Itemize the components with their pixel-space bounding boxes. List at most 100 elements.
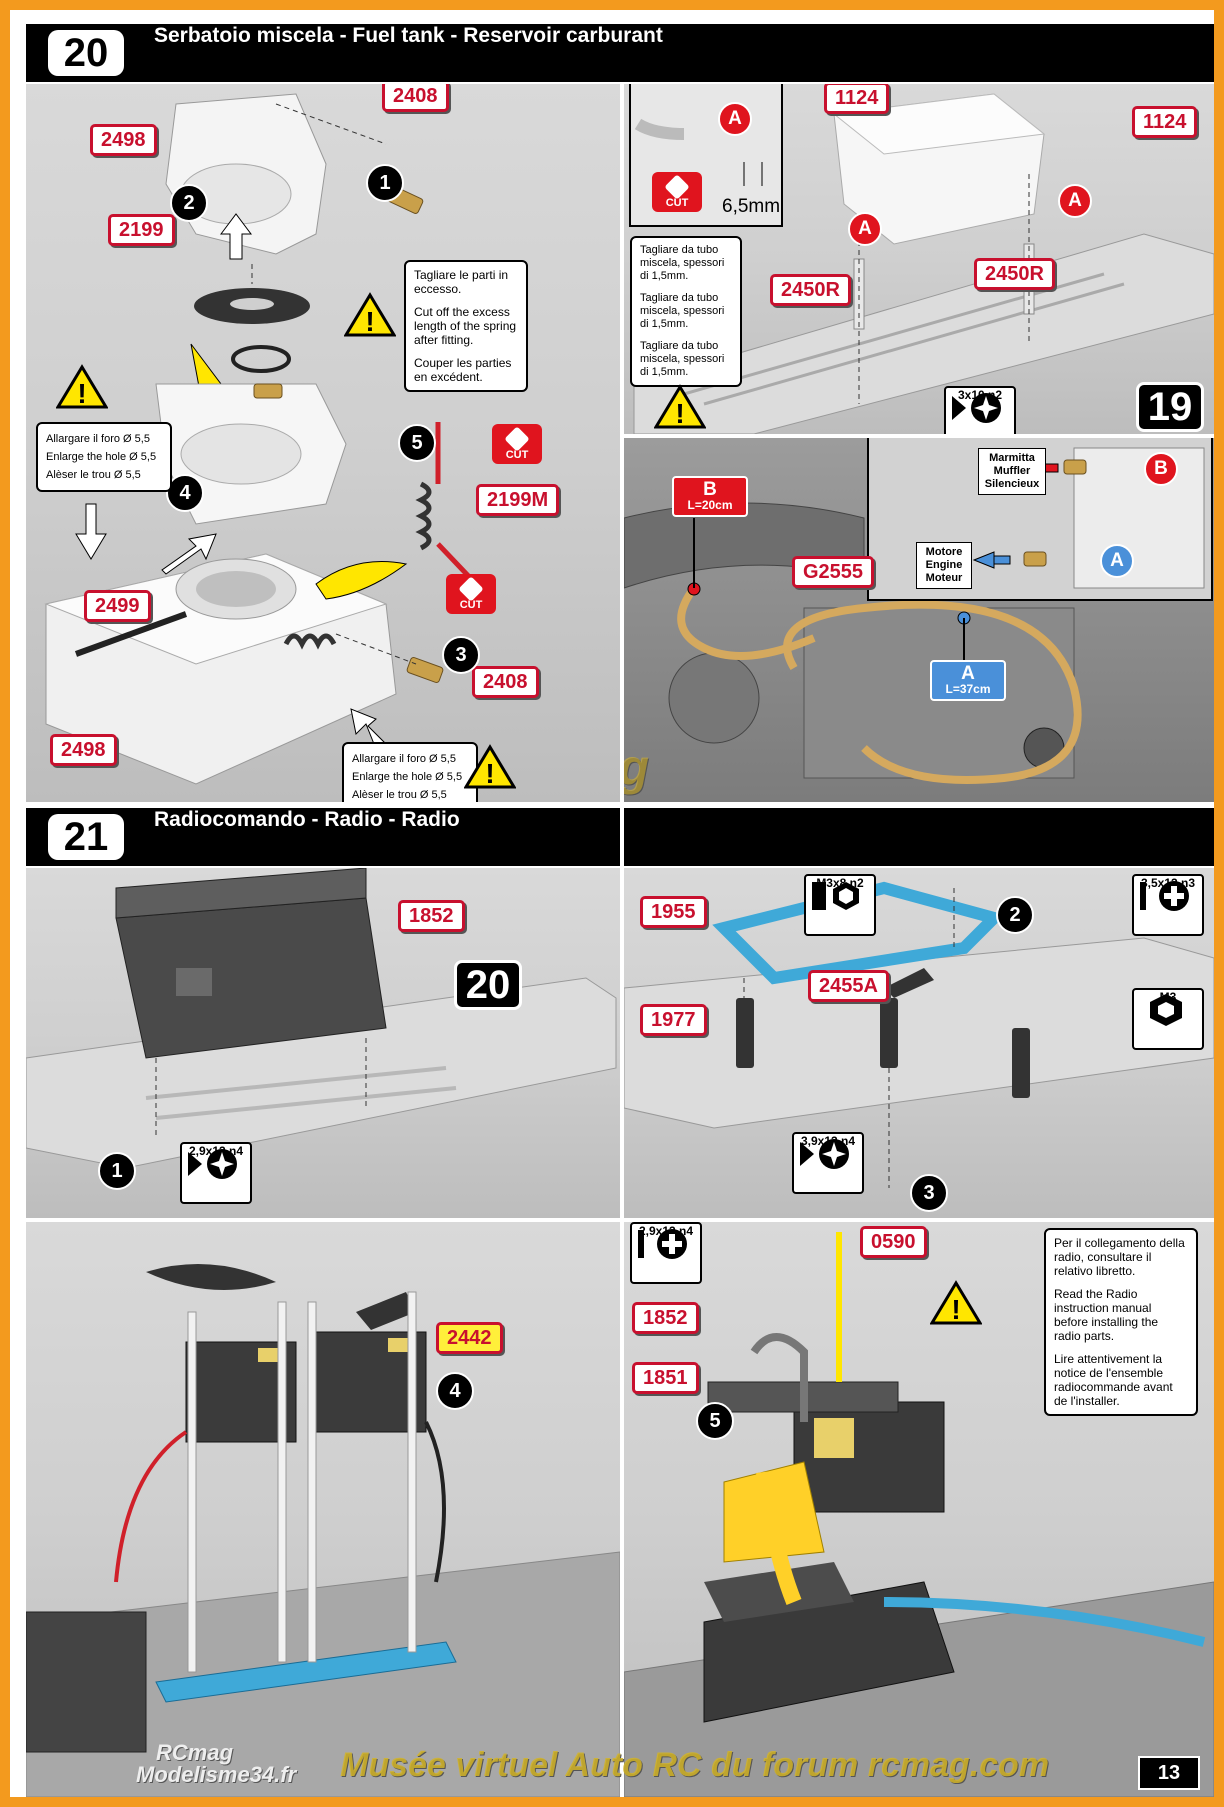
letter-b-muffler: B: [1144, 452, 1178, 486]
svg-text:!: !: [365, 306, 374, 337]
part-2442: 2442: [436, 1322, 503, 1354]
receiver-box-illustration: [26, 868, 617, 1169]
hose-b-label: B L=20cm: [672, 476, 748, 517]
part-2498-top: 2498: [90, 124, 157, 156]
part-2450r-left: 2450R: [770, 274, 851, 306]
part-g2555: G2555: [792, 556, 875, 588]
screw-2-9x13-box-lower: 2,9x13 n4: [630, 1222, 702, 1284]
screwdriver-slotted-icon: [638, 1229, 687, 1259]
part-1977: 1977: [640, 1004, 707, 1036]
tank-chassis-illustration: [629, 84, 1214, 434]
hex-nut-icon: [1150, 994, 1182, 1026]
note-tube: Tagliare da tubo miscela, spessori di 1,…: [630, 236, 742, 387]
thickness-label: 6,5mm: [722, 196, 781, 217]
screw-3-9x13-box: 3,9x13 n4: [792, 1132, 864, 1194]
vertical-divider: [620, 84, 624, 1797]
warning-icon: !: [654, 384, 706, 429]
tank-chassis-panel: CUT 6,5mm A A A 1124 1124 2450R 2450R Ta…: [624, 84, 1214, 434]
part-1955: 1955: [640, 896, 707, 928]
part-1124-right: 1124: [1132, 106, 1198, 138]
step-2-badge: 2: [170, 184, 208, 222]
part-1852-bottom: 1852: [632, 1302, 699, 1334]
svg-text:!: !: [675, 398, 684, 429]
part-2408-bottom: 2408: [472, 666, 539, 698]
watermark-logo-rcmag: RCmag: [156, 1740, 234, 1765]
warning-icon: !: [56, 364, 108, 409]
warning-icon: !: [930, 1280, 982, 1325]
svg-text:!: !: [485, 758, 494, 789]
screw-2-9x13-box: 2,9x13 n4: [180, 1142, 252, 1204]
fuel-tank-panel: 2408 2498 2199 2199M 2499 2408 2498 1 2 …: [26, 84, 620, 802]
screw-m3x8-box: M3x8 n2: [804, 874, 876, 936]
letter-a-right: A: [1058, 184, 1092, 218]
cut-label: CUT: [665, 197, 689, 209]
warning-icon: !: [344, 292, 396, 337]
part-2498-bottom: 2498: [50, 734, 117, 766]
cut-label: CUT: [459, 599, 483, 611]
screwdriver-slotted-icon: [1140, 881, 1189, 911]
part-1852-top: 1852: [398, 900, 465, 932]
screw-3x10-box: 3x10 n2: [944, 386, 1016, 434]
warning-icon: !: [464, 744, 516, 789]
fuel-lines-panel: Marmitta Muffler Silencieux Motore Engin…: [624, 438, 1214, 802]
step-1-badge: 1: [98, 1152, 136, 1190]
servos-panel: 2442 4 RCmag Modelisme34.fr: [26, 1222, 620, 1797]
watermark-bottom: Musée virtuel Auto RC du forum rcmag.com: [340, 1746, 1050, 1784]
step-5-badge: 5: [398, 424, 436, 462]
muffler-label: Marmitta Muffler Silencieux: [978, 448, 1046, 495]
receiver-install-panel: 0590 1852 1851 5 2,9x13 n4 ! Per il coll…: [624, 1222, 1214, 1797]
step-4-badge: 4: [166, 474, 204, 512]
section-20-header: 20 Serbatoio miscela - Fuel tank - Reser…: [26, 24, 1214, 82]
section-21-title: Radiocomando - Radio - Radio: [154, 808, 460, 831]
note-radio: Per il collegamento della radio, consult…: [1044, 1228, 1198, 1416]
section-20-title: Serbatoio miscela - Fuel tank - Reservoi…: [154, 24, 663, 47]
screwdriver-phillips-icon: [800, 1139, 849, 1169]
manual-page: 20 Serbatoio miscela - Fuel tank - Reser…: [10, 10, 1214, 1797]
screwdriver-phillips-icon: [188, 1149, 237, 1179]
part-1124-left: 1124: [824, 84, 890, 114]
svg-text:!: !: [77, 378, 86, 409]
part-1851: 1851: [632, 1362, 699, 1394]
ref-step-19: 19: [1136, 382, 1204, 432]
screw-3-5x13-box: 3,5x13 n3: [1132, 874, 1204, 936]
letter-a-inset: A: [718, 102, 752, 136]
ref-step-20: 20: [454, 960, 522, 1010]
part-0590: 0590: [860, 1226, 927, 1258]
servo-plate-panel: 1955 2455A 1977 2 3 M3x8 n2 3,5x13 n3 M3…: [624, 868, 1214, 1218]
section-20-number: 20: [48, 30, 124, 76]
step-3-badge: 3: [910, 1174, 948, 1212]
step-2-badge: 2: [996, 896, 1034, 934]
nut-m3-box: M3: [1132, 988, 1204, 1050]
engine-label: Motore Engine Moteur: [916, 542, 972, 589]
horizontal-divider-mid: [26, 1218, 1214, 1222]
note-cut-spring: Tagliare le parti in eccesso. Cut off th…: [404, 260, 528, 392]
hose-a-label: A L=37cm: [930, 660, 1006, 701]
letter-a-engine: A: [1100, 544, 1134, 578]
part-2408-top: 2408: [382, 84, 449, 112]
part-2499: 2499: [84, 590, 151, 622]
step-1-badge: 1: [366, 164, 404, 202]
cut-tag-tube: CUT: [652, 172, 702, 212]
cut-label: CUT: [505, 449, 529, 461]
servos-illustration: [26, 1264, 620, 1797]
part-2199m: 2199M: [476, 484, 560, 516]
part-2199: 2199: [108, 214, 175, 246]
page-number: 13: [1138, 1756, 1200, 1790]
cut-tag-top: CUT: [492, 424, 542, 464]
part-2450r-right: 2450R: [974, 258, 1055, 290]
step-5-badge: 5: [696, 1402, 734, 1440]
step-4-badge: 4: [436, 1372, 474, 1410]
svg-text:!: !: [951, 1294, 960, 1325]
cut-tag-bottom: CUT: [446, 574, 496, 614]
screwdriver-phillips-icon: [952, 393, 1001, 423]
note-hole-top: Allargare il foro Ø 5,5 Enlarge the hole…: [36, 422, 172, 492]
part-2455a: 2455A: [808, 970, 889, 1002]
watermark-mid: RCmag: [624, 738, 649, 796]
section-21-number: 21: [48, 814, 124, 860]
step-3-badge: 3: [442, 636, 480, 674]
servo-plate-illustration: [624, 881, 1214, 1188]
note-hole-bottom: Allargare il foro Ø 5,5 Enlarge the hole…: [342, 742, 478, 802]
receiver-box-panel: 1852 20 1 2,9x13 n4: [26, 868, 620, 1218]
letter-a-left: A: [848, 212, 882, 246]
hex-key-icon: [812, 882, 859, 910]
